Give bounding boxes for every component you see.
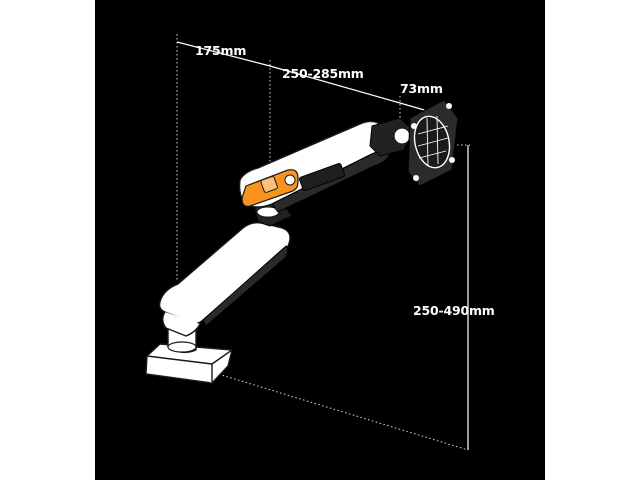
vesa-screw-hole (411, 123, 417, 129)
pole-arm-joint (162, 311, 201, 337)
head-offset-label: 73mm (400, 81, 443, 96)
dimension-lines (176, 34, 470, 451)
tension-indicator (260, 176, 278, 193)
tilt-pivot (393, 127, 411, 145)
base-floor-extension (214, 372, 469, 451)
base-reach-label: 175mm (195, 43, 246, 58)
vesa-screw-hole (449, 157, 455, 163)
lower-arm-shadow (202, 245, 289, 327)
monitor-arm-illustration (145, 99, 459, 384)
vesa-screw-hole (413, 175, 419, 181)
vesa-grid (417, 115, 449, 167)
pole-collar (167, 341, 197, 353)
tension-dial (284, 174, 296, 186)
arm-length-label: 250-285mm (282, 66, 364, 81)
base-reach-dimension-line (176, 41, 271, 67)
vesa-screw-hole (446, 103, 452, 109)
height-range-label: 250-490mm (413, 303, 495, 318)
gas-spring-housing (298, 162, 346, 192)
arm-length-dimension-line (269, 65, 401, 104)
clamp-side-edge (211, 349, 233, 365)
